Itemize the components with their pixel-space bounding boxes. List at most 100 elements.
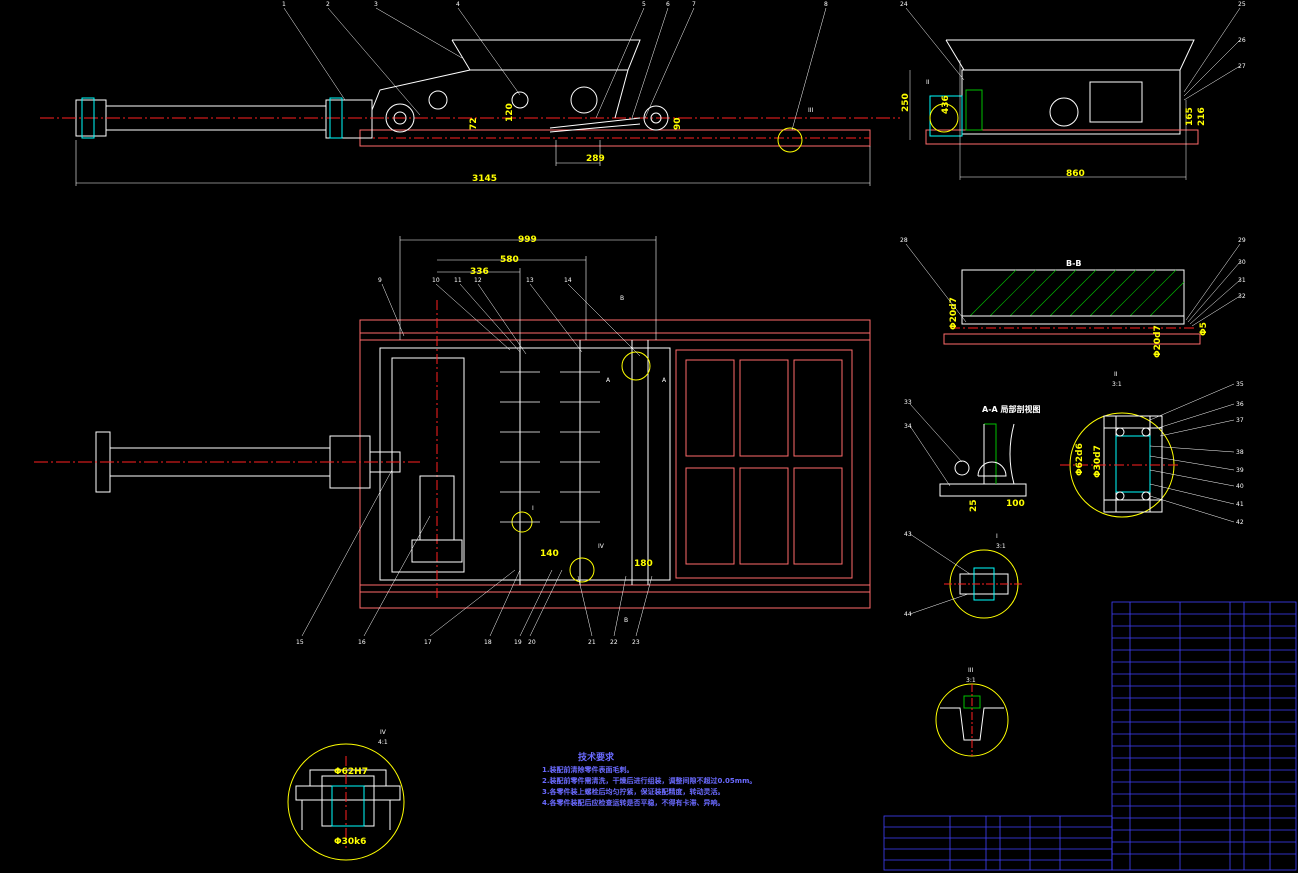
part-number: 12 [474,277,482,284]
detail-iv-view [287,743,405,861]
dim-detail-ii-dia2: Φ30d7 [1093,445,1103,478]
part-number: 9 [378,277,382,284]
part-number: 20 [528,639,536,646]
part-number: 39 [1236,467,1244,474]
plan-dimensions [399,236,657,340]
detail-iv-label: IV [380,729,387,736]
dim-plan-width: 999 [518,235,537,245]
mark-iv: IV [598,543,605,550]
cut-b-bottom: B [624,617,628,624]
detail-i-view [944,549,1024,619]
dim-bb-b: Φ20d7 [1153,325,1163,358]
mark-i: I [532,505,534,512]
part-number: 40 [1236,483,1244,490]
plan-bottom-part-numbers: 15 16 17 18 19 20 21 22 23 [296,639,640,646]
part-number: 28 [900,237,908,244]
part-number: 43 [904,531,912,538]
detail-ii-label: II [1114,371,1118,378]
part-number: 17 [424,639,432,646]
part-number: 36 [1236,401,1244,408]
dim-bb-c: Φ5 [1199,322,1209,336]
cut-b-top: B [620,295,624,302]
dim-stroke: 289 [586,154,605,164]
dim-front-height2: 436 [941,95,951,114]
section-bb-title: B-B [1066,259,1082,268]
cut-a-left: A [606,377,611,384]
part-number: 42 [1236,519,1244,526]
notes-line: 3.各零件装上螺栓后均匀拧紧，保证装配精度，转动灵活。 [542,787,725,796]
dim-plan-small: 336 [470,267,489,277]
part-number: 37 [1236,417,1244,424]
cut-a-right: A [662,377,667,384]
dim-overall-length: 3145 [472,174,497,184]
front-view-dimensions [75,140,871,186]
part-number: 18 [484,639,492,646]
part-number: 29 [1238,237,1246,244]
section-aa-view [939,423,1027,497]
dim-bb-a: Φ20d7 [949,297,959,330]
detail-iii-label: III [968,667,974,674]
part-number: 38 [1236,449,1244,456]
plan-view [34,300,871,609]
front-elevation-view [40,39,900,153]
part-number: 2 [326,1,330,8]
part-number: 35 [1236,381,1244,388]
part-number: 6 [666,1,670,8]
notes-line: 1.装配前清除零件表面毛刺。 [542,765,634,774]
dim-aa-a: 25 [969,499,979,512]
part-number: 8 [824,1,828,8]
dim-front-height: 250 [901,93,911,112]
part-number: 4 [456,1,460,8]
part-number: 14 [564,277,572,284]
top-part-numbers: 1 2 3 4 5 6 7 8 [282,1,828,8]
part-number: 32 [1238,293,1246,300]
plan-leaders [301,283,653,637]
side-leaders [905,7,1241,101]
title-block [883,815,1113,871]
plan-top-part-numbers: 9 10 11 12 13 14 [378,277,572,284]
detail-ii-leaders [1149,383,1235,523]
part-number: 10 [432,277,440,284]
dim-detail-iv-top: Φ62H7 [334,767,368,777]
bom-table [1111,601,1297,871]
dim-detail-ii-dia: Φ62d6 [1075,443,1085,476]
dim-small-c: 90 [673,117,683,130]
detail-iii-scale: 3:1 [966,677,976,684]
part-number: 27 [1238,63,1246,70]
part-number: 19 [514,639,522,646]
part-number: 7 [692,1,696,8]
dim-aa-b: 100 [1006,499,1025,509]
aa-leaders [909,403,963,487]
section-bb-view [943,269,1201,345]
detail-i-leaders [909,533,971,615]
part-number: 11 [454,277,462,284]
part-number: 13 [526,277,534,284]
part-number: 44 [904,611,912,618]
mark-iii: III [808,107,814,114]
part-number: 5 [642,1,646,8]
part-number: 41 [1236,501,1244,508]
part-number: 22 [610,639,618,646]
bb-leaders [905,243,1241,327]
dim-right-b: 216 [1197,107,1207,126]
paddle-rows [500,371,600,523]
side-elevation-view [909,39,1199,180]
notes-line: 4.各零件装配后应检查运转是否平稳，不得有卡滞、异响。 [542,798,725,807]
part-number: 15 [296,639,304,646]
detail-ii-view [1060,412,1180,518]
part-number: 1 [282,1,286,8]
part-number: 30 [1238,259,1246,266]
notes-heading: 技术要求 [578,751,615,763]
top-leaders [283,7,827,131]
detail-i-scale: 3:1 [996,543,1006,550]
detail-ii-scale: 3:1 [1112,381,1122,388]
part-number: 21 [588,639,596,646]
part-number: 26 [1238,37,1246,44]
detail-iv-scale: 4:1 [378,739,388,746]
part-number: 16 [358,639,366,646]
detail-i-label: I [996,533,998,540]
mark-ii: II [926,79,930,86]
dim-plan-mid: 580 [500,255,519,265]
notes-line: 2.装配前零件需清洗，干燥后进行组装，调整间隙不超过0.05mm。 [542,776,756,785]
